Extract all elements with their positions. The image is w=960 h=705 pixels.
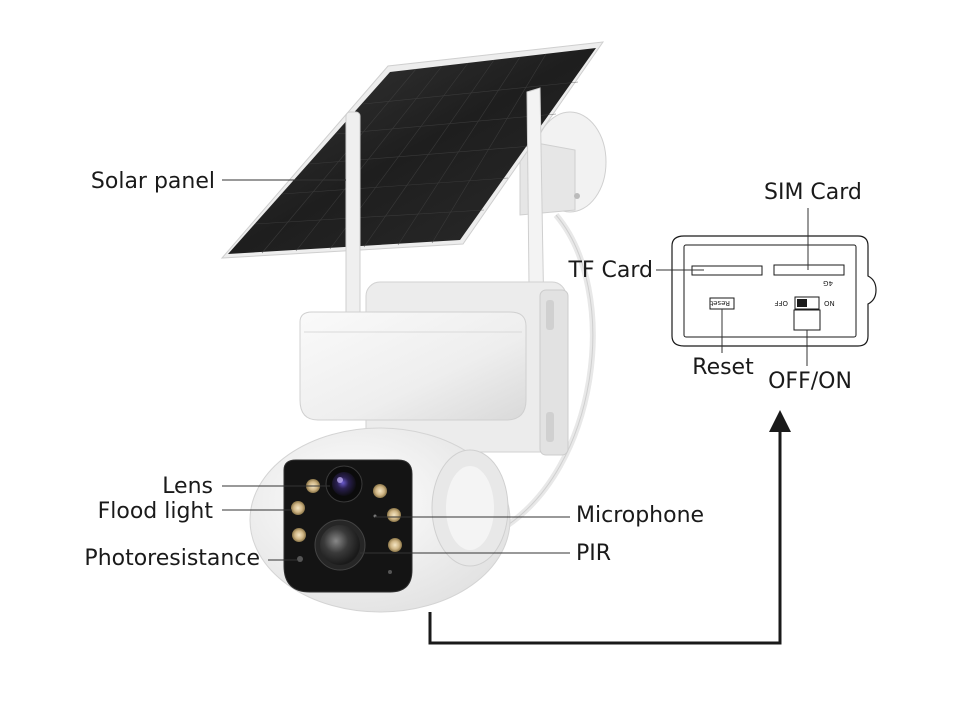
- flood-light-leds: [291, 479, 402, 552]
- switch-on-text: ON: [824, 300, 835, 308]
- label-sim-card: SIM Card: [764, 180, 862, 205]
- label-microphone: Microphone: [576, 503, 704, 528]
- reset-button-text: Reset: [710, 299, 730, 307]
- label-solar-panel: Solar panel: [91, 169, 215, 194]
- photoresistance-sensor: [297, 556, 303, 562]
- led: [373, 484, 387, 498]
- led: [292, 528, 306, 542]
- lens: [325, 465, 363, 503]
- led: [291, 501, 305, 515]
- port-panel: 4G Reset OFF ON: [656, 208, 877, 366]
- pointer-arrow: [428, 410, 791, 645]
- antenna-left: [345, 111, 361, 318]
- pir-sensor: [314, 519, 366, 571]
- label-reset: Reset: [692, 355, 754, 380]
- label-flood-light: Flood light: [98, 499, 214, 524]
- led: [388, 538, 402, 552]
- switch-off-text: OFF: [774, 299, 788, 307]
- solar-panel: [220, 41, 605, 259]
- indicator-dot: [388, 570, 392, 574]
- label-photoresistance: Photoresistance: [84, 546, 260, 571]
- label-lens: Lens: [162, 474, 213, 499]
- led: [387, 508, 401, 522]
- sim-card-slot: [773, 264, 845, 276]
- label-pir: PIR: [576, 541, 611, 566]
- sim-mark: 4G: [823, 279, 833, 287]
- label-off-on: OFF/ON: [768, 369, 852, 394]
- camera-upper-housing: [299, 281, 569, 456]
- label-tf-card: TF Card: [567, 258, 653, 283]
